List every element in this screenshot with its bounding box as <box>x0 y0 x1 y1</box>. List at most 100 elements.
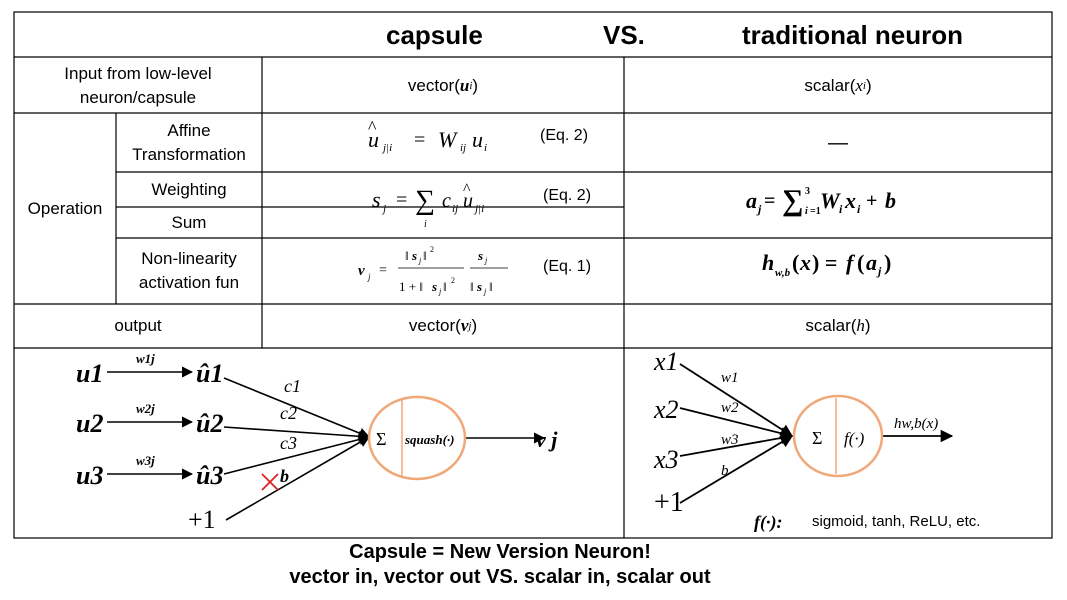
row-label-nonlinearity: Non-linearity activation fun <box>138 249 240 292</box>
output-neuron-text: scalar <box>805 316 851 335</box>
row-label-affine: Affine Transformation <box>132 120 246 164</box>
output-capsule-math: v <box>460 316 469 335</box>
neuron-output: hw,b(x) <box>894 416 938 432</box>
input-x1: x1 <box>653 348 679 376</box>
c2-line <box>223 426 371 442</box>
capsule-diagram: u1 u2 u3 û1 û2 û3 w1j w2j w3j c1 c2 c3 b… <box>76 351 558 534</box>
svg-text:j|i: j|i <box>473 203 484 215</box>
bias-b: b <box>280 466 289 486</box>
output-capsule-sub: j <box>468 320 472 332</box>
input-neuron-sub: i <box>862 79 866 92</box>
bias-cross <box>261 473 279 491</box>
svg-text:u: u <box>463 190 473 212</box>
svg-text:=: = <box>396 189 407 211</box>
coupling-c3: c3 <box>280 433 297 453</box>
row-label-input: Input from low-level neuron/capsule <box>64 63 212 107</box>
squash-label: squash(·) <box>404 432 455 447</box>
svg-text:j: j <box>367 272 371 282</box>
weight-w2: w2 <box>721 400 739 416</box>
weight-w3: w3 <box>721 432 739 448</box>
row-label-operation: Operation <box>27 198 103 218</box>
svg-text:j: j <box>876 264 882 278</box>
svg-text:∑: ∑ <box>415 185 435 216</box>
svg-text:s: s <box>476 279 482 294</box>
svg-text:j: j <box>484 256 488 265</box>
svg-text:f: f <box>846 250 856 275</box>
row-label-weighting: Weighting <box>151 179 227 199</box>
activation-label: f(·) <box>844 429 865 448</box>
svg-text:‖: ‖ <box>405 248 409 263</box>
svg-text:j: j <box>438 287 442 296</box>
neuron-sum-symbol: Σ <box>812 428 822 448</box>
squash-eq-ref: (Eq. 1) <box>543 258 592 275</box>
squash-equation: v j = ‖ s j ‖ 2 1 + ‖ s j ‖ 2 s j ‖ s j … <box>358 245 508 296</box>
weight-w1j: w1j <box>136 351 155 366</box>
svg-text:W: W <box>438 127 458 152</box>
svg-text:i: i <box>424 219 427 230</box>
header-traditional-neuron: traditional neuron <box>742 20 963 50</box>
weight-w1: w1 <box>721 370 739 386</box>
svg-text:j: j <box>756 202 762 216</box>
svg-text:W: W <box>820 188 841 213</box>
input-neuron-math: x <box>855 75 863 95</box>
row-label-sum: Sum <box>171 212 207 232</box>
input-u2: u2 <box>76 409 103 438</box>
svg-text:c: c <box>442 190 451 212</box>
svg-text:x: x <box>799 250 811 275</box>
input-neuron-text: scalar <box>804 75 850 95</box>
svg-text:^: ^ <box>463 181 471 198</box>
output-neuron-math: h <box>856 316 865 335</box>
affine-neuron-dash: — <box>828 131 848 154</box>
capsule-node <box>367 395 467 481</box>
svg-text:‖: ‖ <box>470 279 474 294</box>
affine-equation: u ^ j|i = W ij u i <box>368 117 487 154</box>
neuron-sum-equation: a j = ∑ 3 i =1 W i x i + b <box>746 184 896 217</box>
svg-text:s: s <box>411 248 417 263</box>
output-neuron: scalar(h) <box>624 304 1052 348</box>
svg-text:j|i: j|i <box>381 142 392 154</box>
svg-text:s: s <box>372 187 381 212</box>
svg-text:i: i <box>484 142 487 154</box>
w1-line <box>679 363 794 437</box>
svg-text:x: x <box>844 188 856 213</box>
svg-text:b: b <box>885 188 896 213</box>
input-capsule-text: vector <box>407 75 455 95</box>
svg-text:‖: ‖ <box>423 248 427 263</box>
input-u3: u3 <box>76 461 103 490</box>
svg-text:) =: ) = <box>812 250 837 275</box>
input-x3: x3 <box>653 445 679 474</box>
capsule-equations: u ^ j|i = W ij u i s j = ∑ i c ij u ^ j|… <box>358 117 508 296</box>
c1-line <box>223 377 371 439</box>
svg-text:i: i <box>839 202 843 216</box>
c3-line <box>223 434 371 475</box>
input-x2: x2 <box>653 395 679 424</box>
svg-text:i: i <box>805 206 808 217</box>
neuron-bias-plus-one: +1 <box>654 487 684 518</box>
svg-text:j: j <box>483 287 487 296</box>
svg-text:2: 2 <box>451 276 455 285</box>
neuron-diagram: x1 x2 x3 +1 w1 w2 w3 b Σ f(·) hw,b(x) f(… <box>653 348 980 533</box>
neuron-bias-line <box>679 435 794 504</box>
input-capsule-sub: i <box>469 79 473 92</box>
svg-text:‖: ‖ <box>489 279 493 294</box>
svg-text:(: ( <box>792 250 799 275</box>
svg-text:s: s <box>431 279 437 294</box>
weight-w3j: w3j <box>136 453 155 468</box>
svg-text:u: u <box>368 127 379 152</box>
row-label-output: output <box>114 316 162 335</box>
capsule-sum-symbol: Σ <box>376 429 386 449</box>
sum-equation: s j = ∑ i c ij u ^ j|i <box>372 181 484 230</box>
svg-text:+: + <box>866 190 877 212</box>
svg-text:): ) <box>884 250 891 275</box>
bias-line <box>225 436 370 521</box>
svg-text:1 + ‖: 1 + ‖ <box>399 279 423 294</box>
neuron-equations: a j = ∑ 3 i =1 W i x i + b h w,b ( x ) =… <box>746 184 896 279</box>
activation-note-text: sigmoid, tanh, ReLU, etc. <box>812 513 980 530</box>
affine-eq-ref: (Eq. 2) <box>540 127 589 144</box>
svg-text:=: = <box>764 190 775 212</box>
svg-text:j: j <box>418 256 422 265</box>
svg-text:h: h <box>762 250 774 275</box>
svg-text:2: 2 <box>430 245 434 254</box>
coupling-c2: c2 <box>280 403 297 423</box>
